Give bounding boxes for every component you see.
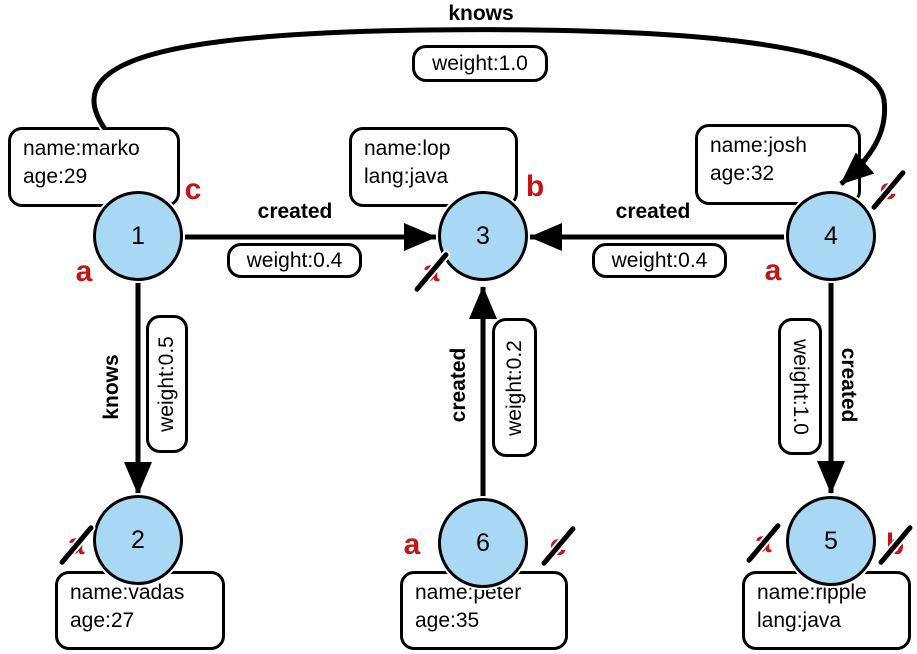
prop-line: age:35	[415, 608, 480, 632]
prop-line: age:32	[710, 161, 775, 185]
mark-letter: b	[525, 170, 545, 203]
vertex-6: 6	[438, 498, 528, 588]
vertex-4: 4	[786, 191, 876, 281]
props-lop: name:lop lang:java	[349, 127, 518, 207]
mark-c-vertex-6: c	[538, 524, 578, 568]
weight-box-created-4-3: weight:0.4	[592, 243, 727, 278]
prop-line: lang:java	[757, 608, 842, 632]
vertex-3: 3	[438, 191, 528, 281]
edge-label-created-4-5: created	[837, 347, 860, 423]
prop-line: name:josh	[710, 134, 807, 157]
edge-label-created-6-3: created	[447, 347, 470, 423]
vertex-6-label: 6	[476, 528, 490, 557]
vertex-2-label: 2	[131, 525, 145, 554]
weight-value: weight:0.4	[246, 248, 343, 272]
prop-line: name:vadas	[70, 581, 185, 604]
weight-box-created-1-3: weight:0.4	[227, 243, 362, 278]
weight-value: weight:0.5	[155, 336, 179, 432]
vertex-5: 5	[786, 496, 876, 586]
mark-a-vertex-5: a	[743, 521, 783, 565]
weight-box-knows-1-4: weight:1.0	[412, 45, 548, 82]
mark-c-vertex-1: c	[173, 168, 213, 212]
weight-value: weight:0.4	[611, 248, 708, 272]
vertex-1-label: 1	[131, 221, 145, 250]
mark-letter: a	[75, 255, 93, 288]
vertex-5-label: 5	[824, 526, 838, 555]
edge-label-knows-1-2: knows	[100, 354, 123, 420]
prop-line: name:peter	[415, 581, 522, 604]
prop-line: lang:java	[364, 164, 449, 188]
weight-box-created-6-3: weight:0.2	[492, 318, 537, 457]
mark-b-vertex-3: b	[515, 165, 555, 209]
vertex-3-label: 3	[476, 221, 490, 250]
vertex-1: 1	[93, 191, 183, 281]
edge-knows-1-4	[91, 27, 888, 186]
mark-a-vertex-2: a	[56, 523, 96, 567]
prop-line: age:27	[70, 608, 135, 632]
mark-a-vertex-6: a	[392, 523, 432, 567]
mark-c-vertex-4: c	[868, 168, 908, 212]
prop-line: name:ripple	[757, 581, 867, 604]
weight-value: weight:0.2	[502, 339, 526, 436]
edge-label-created-1-3: created	[257, 200, 333, 223]
mark-letter: c	[184, 173, 202, 206]
prop-line: name:lop	[364, 137, 451, 160]
mark-a-vertex-4: a	[753, 249, 793, 293]
weight-box-knows-1-2: weight:0.5	[146, 315, 188, 453]
weight-value: weight:1.0	[789, 338, 813, 435]
mark-letter: a	[403, 528, 421, 561]
vertex-2: 2	[93, 495, 183, 585]
mark-a-vertex-3: a	[411, 250, 451, 294]
mark-a-vertex-1: a	[64, 250, 104, 294]
prop-line: name:marko	[23, 137, 140, 160]
prop-line: age:29	[23, 164, 88, 188]
weight-value: weight:1.0	[432, 51, 528, 75]
edge-label-knows-1-4: knows	[448, 2, 514, 25]
mark-b-vertex-5: b	[875, 523, 915, 567]
props-vadas: name:vadas age:27	[55, 571, 225, 650]
mark-letter: a	[764, 254, 782, 287]
edge-label-created-4-3: created	[615, 200, 691, 223]
vertex-4-label: 4	[824, 221, 838, 250]
weight-box-created-4-5: weight:1.0	[778, 318, 822, 455]
